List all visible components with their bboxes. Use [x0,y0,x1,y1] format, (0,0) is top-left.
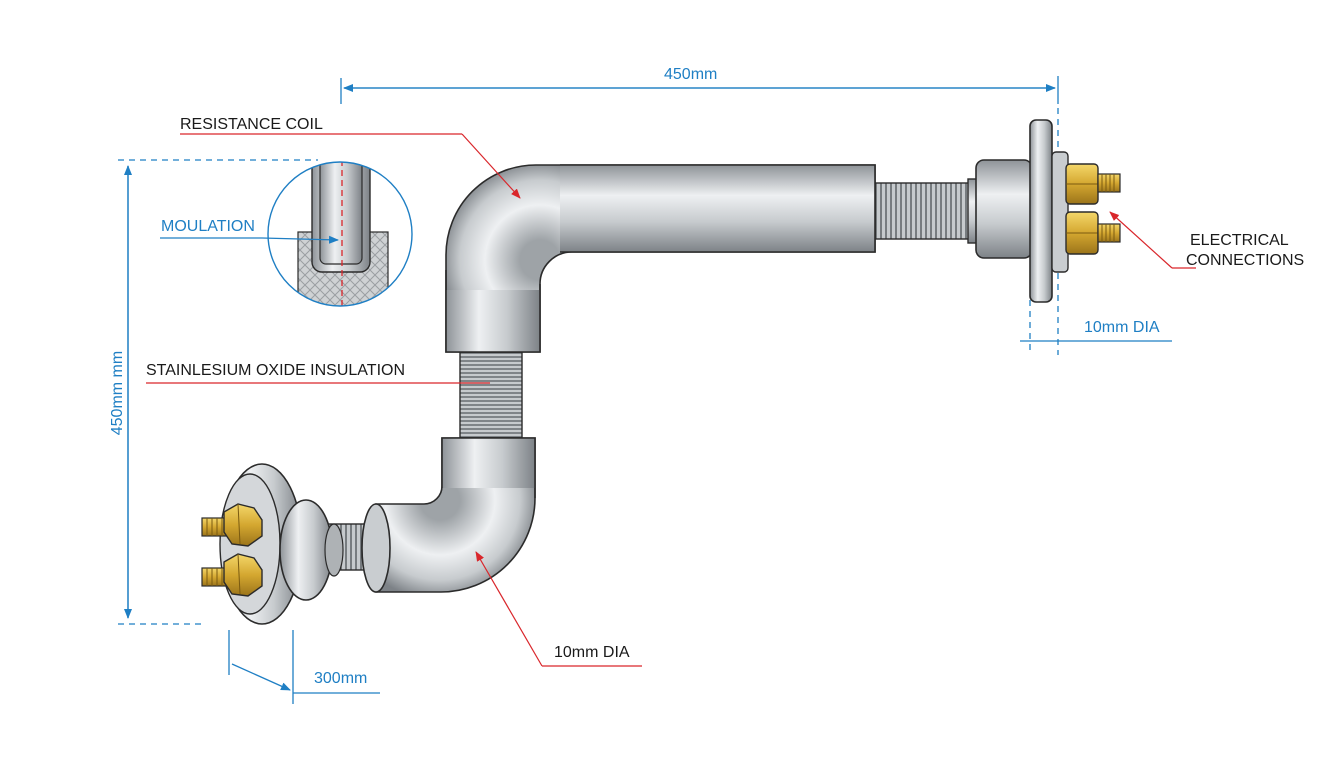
stainless-label: STAINLESIUM OXIDE INSULATION [146,362,406,379]
leader-insulation-inset [160,235,339,244]
lower-pipe-end [361,503,391,593]
left-top-nut [201,503,263,547]
electrical-label-line2: CONNECTIONS [1186,252,1305,269]
upper-threaded-section [871,182,973,240]
dimension-top [340,76,1059,104]
dia-bottom-label: 10mm DIA [554,644,630,661]
leader-resistance-coil [180,133,521,199]
upper-pipe-horizontal [560,165,875,252]
dimension-bottom-label: 300mm [314,670,368,687]
left-bottom-nut [201,553,263,597]
resistance-coil-label: RESISTANCE COIL [180,116,323,133]
dimension-vertical [118,159,318,625]
lower-pipe-vertical [442,438,535,488]
right-top-nut [1065,163,1121,205]
middle-threaded-section [459,351,523,439]
dimension-top-label: 450mm [664,66,718,83]
leader-electrical [1109,211,1196,269]
electrical-connections-label: ELECTRICAL CONNECTIONS [1186,231,1304,271]
right-bottom-nut [1065,211,1121,255]
left-terminal [201,463,344,625]
right-terminal [967,119,1121,303]
electrical-label-line1: ELECTRICAL [1190,232,1289,249]
insulation-inset-label: MOULATION [161,218,255,235]
dimension-bottom [228,630,380,704]
leader-dia-bottom [475,551,642,667]
upper-pipe-vertical [446,290,540,352]
dia-right-label: 10mm DIA [1084,319,1160,336]
dimension-vertical-label: 450mm mm [109,350,126,436]
cross-section-inset [267,161,413,307]
